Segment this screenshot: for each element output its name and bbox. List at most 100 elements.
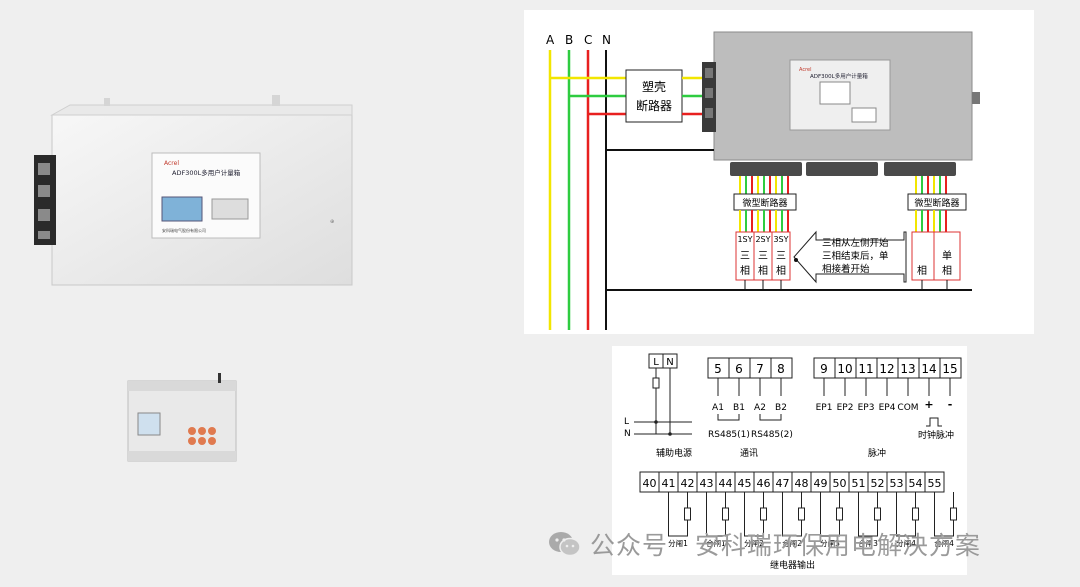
term-41: 41 — [662, 477, 676, 490]
phase-label-n: N — [602, 33, 611, 47]
relay-contact-4: 合闸2 — [782, 492, 805, 548]
unit-2sy: 2SY — [755, 235, 770, 244]
box-brand: Acrel — [164, 160, 179, 167]
cropped-header-text — [22, 0, 362, 6]
unit-1-char-1: 三 — [740, 251, 750, 262]
wechat-icon — [549, 532, 581, 557]
term-10: 10 — [837, 362, 852, 376]
term-5: 5 — [714, 362, 722, 376]
unit-2-char-2: 相 — [758, 264, 768, 277]
term-53: 53 — [890, 477, 904, 490]
pulse-wave-icon — [926, 417, 942, 427]
moulded-case-breaker — [625, 69, 683, 123]
mini-breaker-left-label: 微型断路器 — [742, 197, 787, 209]
svg-text:⊕: ⊕ — [330, 219, 334, 225]
phase-label-a: A — [546, 33, 555, 47]
terminal-diagram: L N L N 辅助电源 5 6 7 8 A1 B1 A2 B2 RS485(1… — [612, 346, 967, 575]
term-48: 48 — [795, 477, 809, 490]
relay-contact-6: 合闸3 — [858, 492, 881, 548]
term-9: 9 — [820, 362, 828, 376]
unit-3-char-2: 相 — [776, 264, 786, 277]
breaker-label-1: 塑壳 — [642, 79, 666, 94]
term-43: 43 — [700, 477, 714, 490]
relay-label-1: 分闸1 — [668, 539, 688, 548]
label-com: COM — [897, 403, 918, 413]
relay-label-6: 合闸3 — [858, 538, 878, 548]
label-a1: A1 — [712, 403, 724, 413]
label-ep1: EP1 — [816, 403, 833, 413]
box-model: ADF300L多用户计量箱 — [172, 168, 241, 177]
clock-pulse: 时钟脉冲 — [918, 429, 954, 441]
unit-2-char-1: 三 — [758, 251, 768, 262]
box-company: 安科瑞电气股份有限公司 — [162, 227, 206, 233]
note-line-3: 相接着开始 — [822, 263, 870, 275]
label-plus: + — [924, 398, 933, 411]
relay-label-7: 分闸4 — [896, 539, 916, 548]
watermark-text: 公众号 · 安科瑞环保用电解决方案 — [590, 531, 981, 560]
label-a2: A2 — [754, 403, 766, 413]
term-46: 46 — [757, 477, 771, 490]
relay-contact-1: 分闸1 — [668, 492, 691, 548]
relay-label-8: 合闸4 — [934, 538, 954, 548]
term-55: 55 — [928, 477, 942, 490]
note-arrow — [793, 230, 907, 284]
side-n: N — [624, 429, 631, 439]
label-b2: B2 — [775, 403, 787, 413]
relay-contact-7: 分闸4 — [896, 492, 919, 548]
relay-label-2: 合闸1 — [706, 538, 726, 548]
term-11: 11 — [858, 362, 873, 376]
phase-label-b: B — [565, 33, 573, 47]
section-pulse: 脉冲 — [868, 447, 886, 459]
label-ep4: EP4 — [879, 403, 896, 413]
din-meter-photo — [122, 373, 240, 465]
term-54: 54 — [909, 477, 923, 490]
mini-breaker-right-label: 微型断路器 — [914, 197, 959, 209]
term-7: 7 — [756, 362, 764, 376]
relay-contact-5: 分闸3 — [820, 492, 843, 548]
device-title: ADF300L多用户计量箱 — [810, 72, 868, 80]
comm-terminals: 5 6 7 8 A1 B1 A2 B2 RS485(1) RS485(2) 通讯 — [707, 357, 793, 459]
relay-label-5: 分闸3 — [820, 539, 840, 548]
term-49: 49 — [814, 477, 828, 490]
note-line-1: 三相从左侧开始 — [822, 237, 889, 249]
aux-l: L — [653, 357, 659, 368]
pulse-terminals: 9 10 11 12 13 14 15 EP1 EP2 EP3 EP4 COM … — [813, 357, 962, 459]
unit-single-char-1: 单 — [942, 250, 952, 262]
watermark: 公众号 · 安科瑞环保用电解决方案 — [548, 526, 981, 562]
term-50: 50 — [833, 477, 847, 490]
side-l: L — [624, 417, 629, 427]
relay-output: 继电器输出 — [770, 559, 815, 571]
term-8: 8 — [777, 362, 785, 376]
term-51: 51 — [852, 477, 866, 490]
note-line-2: 三相结束后，单 — [822, 250, 889, 262]
term-13: 13 — [900, 362, 915, 376]
term-47: 47 — [776, 477, 790, 490]
section-aux: 辅助电源 — [656, 447, 692, 459]
unit-right-partial: 相 — [917, 264, 927, 277]
label-ep2: EP2 — [837, 403, 854, 413]
unit-1sy: 1SY — [737, 235, 752, 244]
term-14: 14 — [921, 362, 936, 376]
breaker-label-2: 断路器 — [636, 98, 672, 113]
wiring-diagram: A B C N 塑壳 断路器 Acrel ADF300L多用户计量箱 — [524, 10, 1034, 334]
unit-1-char-2: 相 — [740, 264, 750, 277]
unit-single-char-2: 相 — [942, 264, 952, 277]
unit-3-char-1: 三 — [776, 251, 786, 262]
metering-box-photo: Acrel ADF300L多用户计量箱 安科瑞电气股份有限公司 ⊕ — [30, 95, 360, 305]
term-15: 15 — [942, 362, 957, 376]
unit-3sy: 3SY — [773, 235, 788, 244]
rs485-2: RS485(2) — [751, 430, 793, 440]
relay-contact-3: 分闸2 — [744, 492, 767, 548]
relay-label-3: 分闸2 — [744, 539, 764, 548]
phase-label-c: C — [584, 33, 592, 47]
term-6: 6 — [735, 362, 743, 376]
label-minus: - — [948, 398, 953, 411]
relay-contact-8: 合闸4 — [934, 492, 957, 548]
aux-n: N — [666, 357, 673, 368]
term-42: 42 — [681, 477, 695, 490]
label-ep3: EP3 — [858, 403, 875, 413]
relay-contact-2: 合闸1 — [706, 492, 729, 548]
term-12: 12 — [879, 362, 894, 376]
term-40: 40 — [643, 477, 657, 490]
